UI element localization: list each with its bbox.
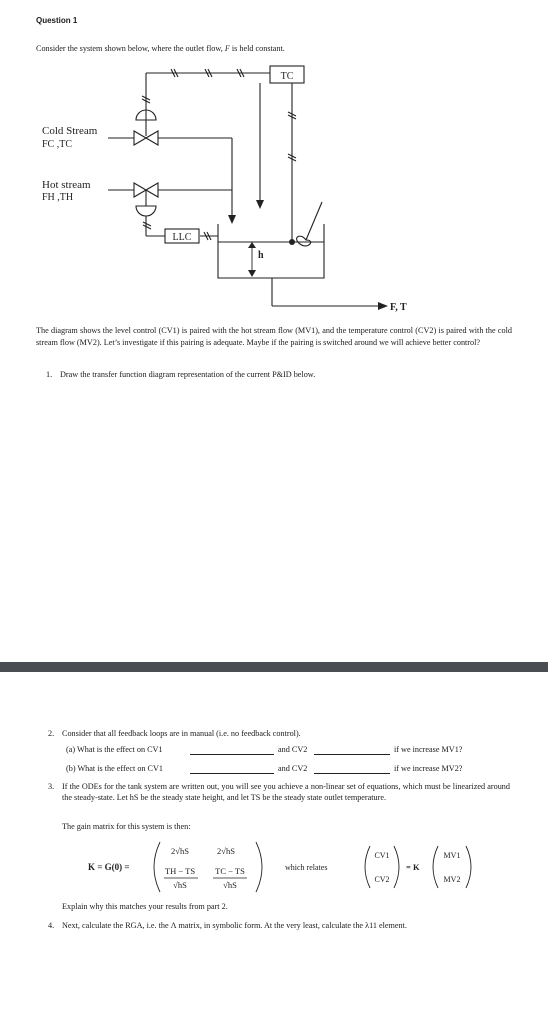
question-2: 2. Consider that all feedback loops are … [48,728,301,739]
m11: 2√hS [171,846,189,856]
intro-after: is held constant. [229,44,285,53]
answer-2b-cv1-blank[interactable] [190,766,274,774]
level-label: h [258,250,264,261]
m21-num: TH − TS [165,866,195,876]
question-1-text: Draw the transfer function diagram repre… [60,370,316,379]
mv2: MV2 [444,875,461,884]
question-4-text: Next, calculate the RGA, i.e. the Λ matr… [62,921,407,930]
m12: 2√hS [217,846,235,856]
mv1: MV1 [444,851,461,860]
page-2: 2. Consider that all feedback loops are … [0,672,548,1011]
question-2b-and: and CV2 [278,764,308,773]
question-1-number: 1. [46,370,53,379]
answer-2b-cv2-blank[interactable] [314,766,390,774]
hot-stream-vars: FH ,TH [42,192,73,203]
pairing-paragraph: The diagram shows the level control (CV1… [36,326,512,347]
answer-2a-cv1-blank[interactable] [190,747,274,755]
question-3-text: If the ODEs for the tank system are writ… [62,782,510,802]
gain-matrix-intro: The gain matrix for this system is then: [62,822,191,831]
explain-sentence: Explain why this matches your results fr… [62,902,228,911]
cv2: CV2 [374,875,389,884]
question-2a-text: What is the effect on CV1 [77,745,163,754]
question-2a-and: and CV2 [278,745,308,754]
k-label: K = G(0) = [88,862,130,872]
question-2a-if: if we increase MV1? [394,745,463,754]
m22-den: √hS [223,880,237,890]
question-title: Question 1 [36,16,78,25]
intro-before: Consider the system shown below, where t… [36,44,225,53]
question-2a: (a) What is the effect on CV1 [66,745,163,754]
m21-den: √hS [173,880,187,890]
cv1: CV1 [374,851,389,860]
cold-stream-label: Cold Stream [42,125,98,137]
question-4: 4. Next, calculate the RGA, i.e. the Λ m… [48,920,407,931]
question-4-number: 4. [48,921,55,930]
page-divider [0,662,548,672]
page-1: Question 1 Consider the system shown bel… [36,16,512,380]
answer-2a-cv2-blank[interactable] [314,747,390,755]
gain-matrix-equation: K = G(0) = 2√hS 2√hS TH − TS √hS TC − TS… [88,841,472,893]
question-2b-text: What is the effect on CV1 [77,764,164,773]
question-2b-if: if we increase MV2? [394,764,463,773]
question-3-number: 3. [48,782,55,791]
hot-stream-label: Hot stream [42,179,91,191]
m22-num: TC − TS [215,866,245,876]
outlet-label: F, T [390,302,407,313]
question-2b-label: (b) [66,764,76,773]
llc-label: LLC [173,232,192,243]
which-relates: which relates [285,863,327,872]
question-2a-label: (a) [66,745,76,754]
intro-f-symbol: F [224,44,230,53]
pid-diagram: TC LLC Cold Stream FC ,TC Hot stream FH … [42,65,407,313]
equals-k: = K [406,862,420,872]
question-1: 1. Draw the transfer function diagram re… [46,369,316,380]
intro-sentence: Consider the system shown below, where t… [36,44,285,53]
question-2-number: 2. [48,729,55,738]
question-3: 3. If the ODEs for the tank system are w… [48,781,510,803]
question-2b: (b) What is the effect on CV1 [66,764,163,773]
tc-label: TC [281,71,294,82]
question-2-text: Consider that all feedback loops are in … [62,729,301,738]
cold-stream-vars: FC ,TC [42,139,72,150]
